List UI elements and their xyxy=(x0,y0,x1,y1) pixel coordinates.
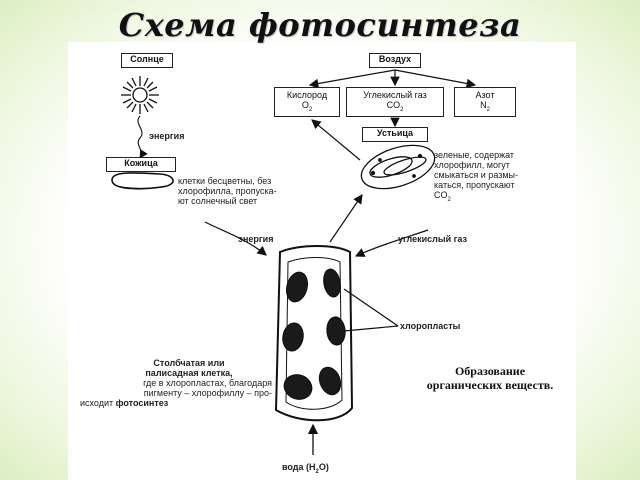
energy-arrow-top xyxy=(137,115,148,159)
nitrogen-formula: N xyxy=(480,100,487,110)
co2-subscript: 2 xyxy=(400,106,404,113)
air-label: Воздух xyxy=(378,54,412,64)
skin-desc-line-1: клетки бесцветны, без xyxy=(178,176,272,186)
cell-desc-line-1: где в хлоропластах, благодаря xyxy=(143,378,272,388)
chloroplasts-label: хлоропласты xyxy=(400,321,461,331)
stomata-cell-icon xyxy=(360,144,436,190)
cell-description: Столбчатая или палисадная клетка, где в … xyxy=(76,358,272,408)
organic-line-1: Образование xyxy=(454,364,526,378)
stomata-desc-line-5: CO xyxy=(434,190,448,200)
water-label: вода (H2O) xyxy=(282,462,329,477)
co2-label: Углекислый газ xyxy=(363,90,427,100)
skin-label: Кожица xyxy=(124,158,158,168)
co2-arrow xyxy=(354,229,429,257)
stomata-desc-line-4: каться, пропускают xyxy=(434,180,515,190)
stomata-label: Устьица xyxy=(376,128,414,138)
stomata-desc-line-2: хлорофилл, могут xyxy=(434,160,510,170)
stomata-desc-sub: 2 xyxy=(447,196,451,203)
water-text: вода (H xyxy=(282,462,316,472)
cell-desc-line-3: исходит xyxy=(80,398,114,408)
skin-desc-line-2: хлорофилла, пропуска- xyxy=(178,186,277,196)
skin-desc-line-3: ют солнечный свет xyxy=(178,196,258,206)
stomata-desc-line-3: смыкаться и размы- xyxy=(434,170,519,180)
oxygen-subscript: 2 xyxy=(308,106,313,113)
stomata-description: зеленые, содержат хлорофилл, могут смыка… xyxy=(434,150,562,205)
skin-box: Кожица xyxy=(106,157,176,172)
stomata-box: Устьица xyxy=(362,127,428,142)
organic-synthesis-label: Образование органических веществ. xyxy=(400,364,580,392)
oxygen-box: Кислород O2 xyxy=(274,87,340,117)
sun-label: Солнце xyxy=(130,54,164,64)
sun-box: Солнце xyxy=(121,53,173,68)
nitrogen-box: Азот N2 xyxy=(454,87,516,117)
cell-title-line-2: палисадная клетка, xyxy=(145,368,233,378)
palisade-cell xyxy=(274,245,354,422)
energy-label-mid: энергия xyxy=(238,234,274,244)
co2-formula: CO xyxy=(386,100,401,110)
co2-in-label: углекислый газ xyxy=(398,234,467,244)
page-title: Схема фотосинтеза xyxy=(118,6,522,44)
cell-desc-photosynthesis: фотосинтез xyxy=(115,398,169,408)
nitrogen-label: Азот xyxy=(475,90,495,100)
chloroplast xyxy=(282,268,346,400)
stomata-desc-line-1: зеленые, содержат xyxy=(434,150,515,160)
oxygen-formula: O xyxy=(301,100,309,110)
energy-label-top: энергия xyxy=(149,131,185,141)
water-subscript: 2 xyxy=(315,468,319,475)
air-box: Воздух xyxy=(369,53,421,68)
oxygen-label: Кислород xyxy=(286,90,328,100)
co2-box: Углекислый газ CO2 xyxy=(346,87,444,117)
sun-icon xyxy=(121,76,159,114)
energy-arrow-mid xyxy=(204,221,267,256)
nitrogen-subscript: 2 xyxy=(486,106,490,113)
cell-desc-line-2: пигменту – хлорофиллу – про- xyxy=(143,388,272,398)
cell-title-line-1: Столбчатая или xyxy=(153,358,225,368)
skin-description: клетки бесцветны, без хлорофилла, пропус… xyxy=(178,176,318,206)
organic-line-2: органических веществ. xyxy=(426,378,554,392)
water-text-end: O) xyxy=(318,462,329,472)
skin-cell-icon xyxy=(111,172,174,190)
